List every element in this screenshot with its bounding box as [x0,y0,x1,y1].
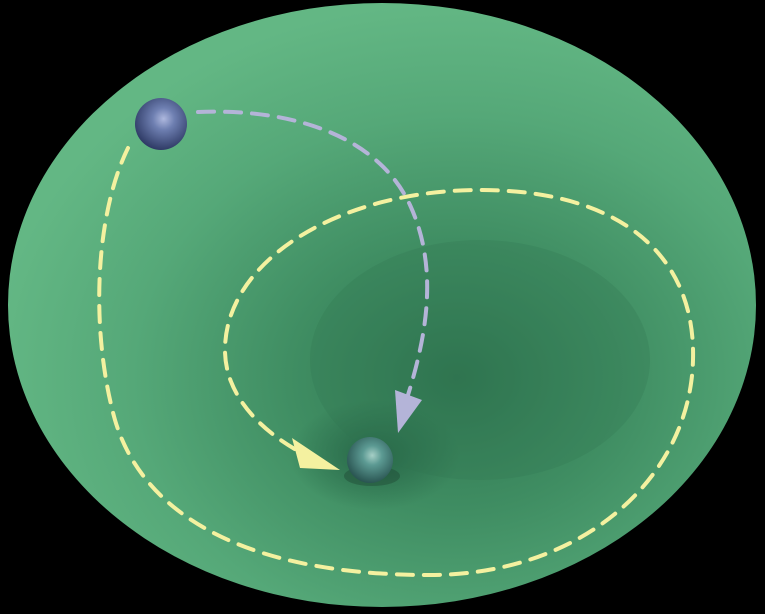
end-ball [347,437,393,483]
direct-path [196,109,430,397]
direct-arrowhead [395,390,422,433]
well-shade [310,240,650,480]
potential-surface [8,3,756,607]
spiral-path [97,146,696,578]
spiral-arrowhead [292,438,340,470]
start-ball [135,98,187,150]
